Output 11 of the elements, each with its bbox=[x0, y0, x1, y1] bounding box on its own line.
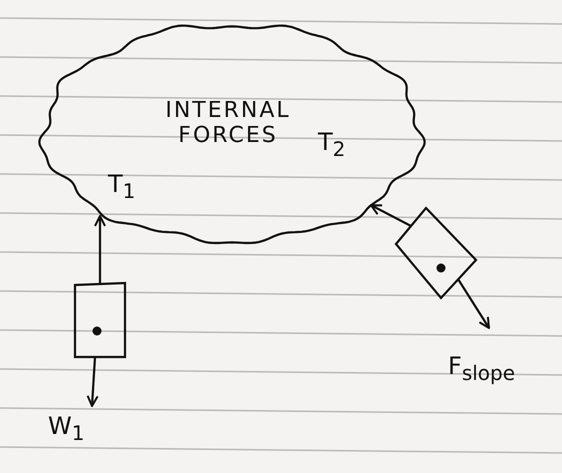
block bbox=[395, 207, 477, 299]
force-label: W$_{1}$ bbox=[48, 412, 84, 445]
force-label: F$_{slope}$ bbox=[448, 352, 516, 385]
node-label: INTERNAL FORCES bbox=[164, 98, 292, 148]
force-label: T$_{1}$ bbox=[108, 170, 136, 203]
force-label: T$_{2}$ bbox=[318, 128, 346, 161]
arrow bbox=[94, 215, 106, 283]
arrow bbox=[86, 356, 99, 407]
arrow bbox=[457, 278, 490, 329]
arrow bbox=[370, 204, 412, 227]
block bbox=[74, 283, 126, 358]
